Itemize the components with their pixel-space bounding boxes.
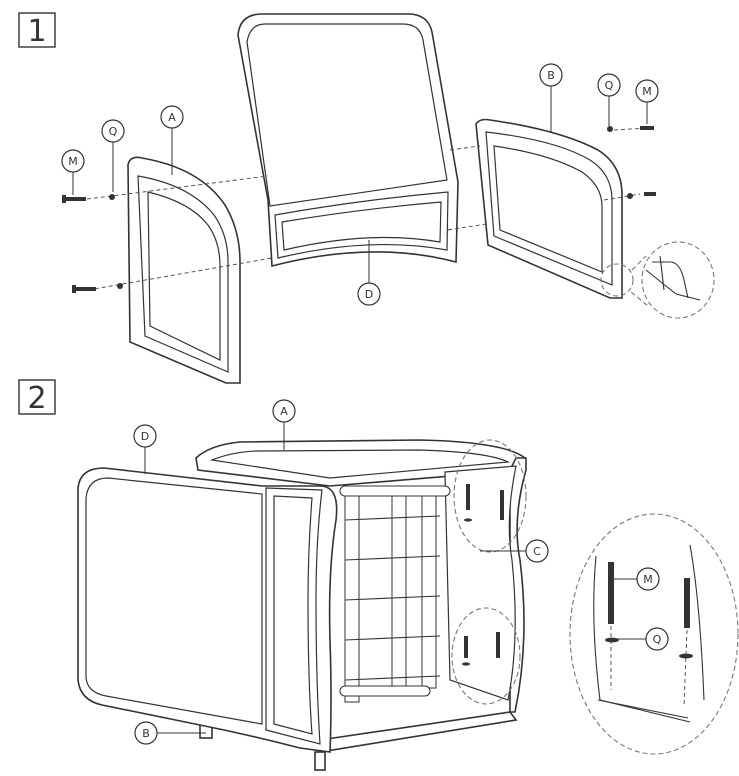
callout-a-step2: A [272, 399, 296, 423]
svg-text:D: D [141, 430, 149, 443]
callout-a-step1: A [160, 105, 184, 129]
svg-text:B: B [142, 727, 150, 740]
svg-text:M: M [643, 573, 653, 586]
callout-b-step2: B [134, 721, 158, 745]
step-1-box [18, 12, 56, 48]
bottom-rail [319, 711, 518, 753]
callout-m2-step1: M [635, 79, 659, 103]
back-panel-d [237, 13, 459, 268]
callout-m-step2: M [636, 567, 660, 591]
svg-text:C: C [533, 545, 541, 558]
svg-text:M: M [68, 155, 78, 168]
svg-text:A: A [168, 111, 176, 124]
bolt-icon [464, 484, 690, 658]
svg-text:A: A [280, 405, 288, 418]
callout-c-step2: C [525, 539, 549, 563]
callout-d-step1: D [357, 282, 381, 306]
step-2-box [18, 379, 56, 415]
washer-icon [109, 126, 633, 289]
step-2-panel: 2 [18, 379, 739, 771]
detail-circle-2 [569, 513, 739, 755]
left-arm-a [127, 156, 241, 384]
svg-text:M: M [642, 85, 652, 98]
svg-text:Q: Q [605, 79, 614, 92]
callout-m-step1: M [61, 149, 85, 173]
bolt-icon [62, 126, 656, 293]
svg-text:D: D [365, 288, 373, 301]
step-2-label: 2 [27, 381, 46, 416]
detail-circle-1 [641, 241, 715, 319]
callout-q2-step1: Q [597, 73, 621, 97]
step-1-label: 1 [27, 14, 46, 49]
front-frame-d [77, 467, 338, 753]
callout-q-step1: Q [101, 119, 125, 143]
callout-d-step2: D [133, 424, 157, 448]
callout-q-step2: Q [645, 627, 669, 651]
svg-text:B: B [547, 69, 555, 82]
svg-text:Q: Q [653, 633, 662, 646]
seat-slats [339, 485, 451, 703]
callout-b-step1: B [539, 63, 563, 87]
washer-icon [462, 518, 693, 666]
svg-text:Q: Q [109, 125, 118, 138]
right-arm-b [475, 118, 623, 299]
step-1-panel: 1 [18, 12, 715, 384]
